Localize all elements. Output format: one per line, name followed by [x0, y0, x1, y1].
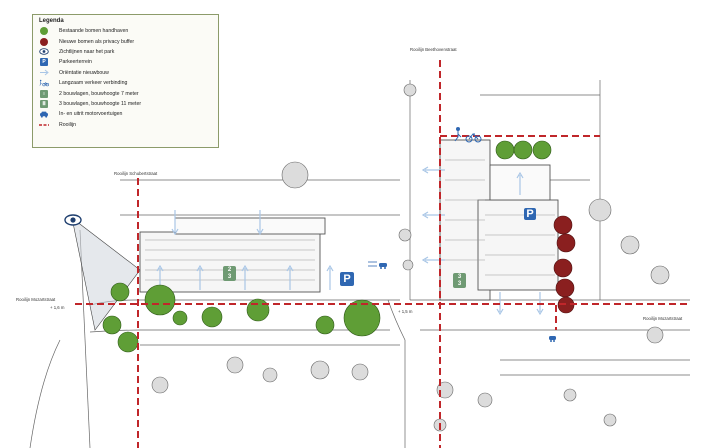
label-rooilijn-mozartstraat-right: Rooilijn Mozartstraat: [643, 316, 683, 321]
legend-label: In- en uitrit motorvoertuigen: [59, 111, 123, 118]
legend-label: Nieuwe bomen als privacy buffer: [59, 38, 135, 45]
floors-tag-left: 2 3: [223, 266, 236, 281]
new-tree-icon: [39, 37, 49, 46]
building-left-annex: [174, 217, 326, 235]
label-rooilijn-beethovenstraat: Rooilijn Beethovenstraat: [410, 47, 457, 52]
legend-title: Legenda: [39, 18, 64, 24]
legend-item-two-floors: ≡ 2 bouwlagen, bouwhoogte 7 meter: [39, 88, 212, 98]
legend-item-sightlines: Zichtlijnen naar het park: [39, 47, 212, 57]
building-line-icon: [39, 120, 49, 129]
legend-label: Rooilijn: [59, 121, 77, 128]
floors-tag-right-bottom: 3: [457, 280, 462, 287]
orientation-arrows: [156, 166, 544, 316]
legend-item-three-floors: ≣ 3 bouwlagen, bouwhoogte 11 meter: [39, 99, 212, 109]
legend-item-new-trees: Nieuwe bomen als privacy buffer: [39, 36, 212, 46]
existing-trees: [102, 140, 552, 353]
label-rooilijn-mozartstraat-left: Rooilijn Mozartstraat: [16, 297, 56, 302]
legend-item-car-access: In- en uitrit motorvoertuigen: [39, 109, 212, 119]
car-direction-arrows: [368, 261, 377, 267]
legend-item-orientation: Oriëntatie nieuwbouw: [39, 68, 212, 78]
building-right-b: [477, 199, 559, 291]
map-legend: Legenda Bestaande bomen handhaven Nieuwe…: [32, 14, 219, 148]
legend-label: Parkeerterrein: [59, 59, 92, 66]
building-left: [139, 231, 321, 293]
eye-icon: [39, 47, 49, 56]
new-trees: [553, 215, 576, 314]
parking-tag-left: P: [340, 272, 354, 286]
two-floors-icon: ≡: [39, 89, 49, 98]
legend-label: 3 bouwlagen, bouwhoogte 11 meter: [59, 100, 142, 107]
label-offset-mid: + 1,5 m: [398, 309, 413, 314]
legend-item-building-line: Rooilijn: [39, 120, 212, 130]
cyclist-pedestrian-icon: [39, 79, 49, 88]
parking-tag-right: P: [524, 208, 536, 220]
floors-tag-left-top: 2: [227, 266, 232, 273]
legend-label: Bestaande bomen handhaven: [59, 28, 129, 35]
existing-tree-icon: [39, 27, 49, 36]
legend-item-existing-trees: Bestaande bomen handhaven: [39, 26, 212, 36]
parking-icon: P: [39, 58, 49, 67]
legend-label: Langzaam verkeer verbinding: [59, 80, 128, 87]
floors-tag-right-top: 3: [457, 273, 462, 280]
floors-tag-left-bottom: 3: [227, 273, 232, 280]
car-icon-right: [549, 336, 556, 342]
legend-item-parking: P Parkeerterrein: [39, 57, 212, 67]
cyclist-pedestrian-icon: [454, 127, 482, 143]
label-offset-left: + 1,6 m: [50, 305, 65, 310]
car-icon: [379, 263, 387, 269]
car-icon: [39, 110, 49, 119]
building-lines: [75, 60, 690, 448]
legend-label: 2 bouwlagen, bouwhoogte 7 meter: [59, 90, 139, 97]
legend-label: Oriëntatie nieuwbouw: [59, 69, 109, 76]
eye-icon: [64, 214, 82, 226]
arrow-icon: [39, 68, 49, 77]
legend-item-slow-traffic: Langzaam verkeer verbinding: [39, 78, 212, 88]
floors-tag-right: 3 3: [453, 273, 466, 288]
sketched-trees: [151, 83, 670, 432]
three-floors-icon: ≣: [39, 99, 49, 108]
label-rooilijn-schubertstraat: Rooilijn Schubertstraat: [114, 171, 158, 176]
parking-glyph: P: [40, 58, 48, 67]
legend-label: Zichtlijnen naar het park: [59, 48, 115, 55]
